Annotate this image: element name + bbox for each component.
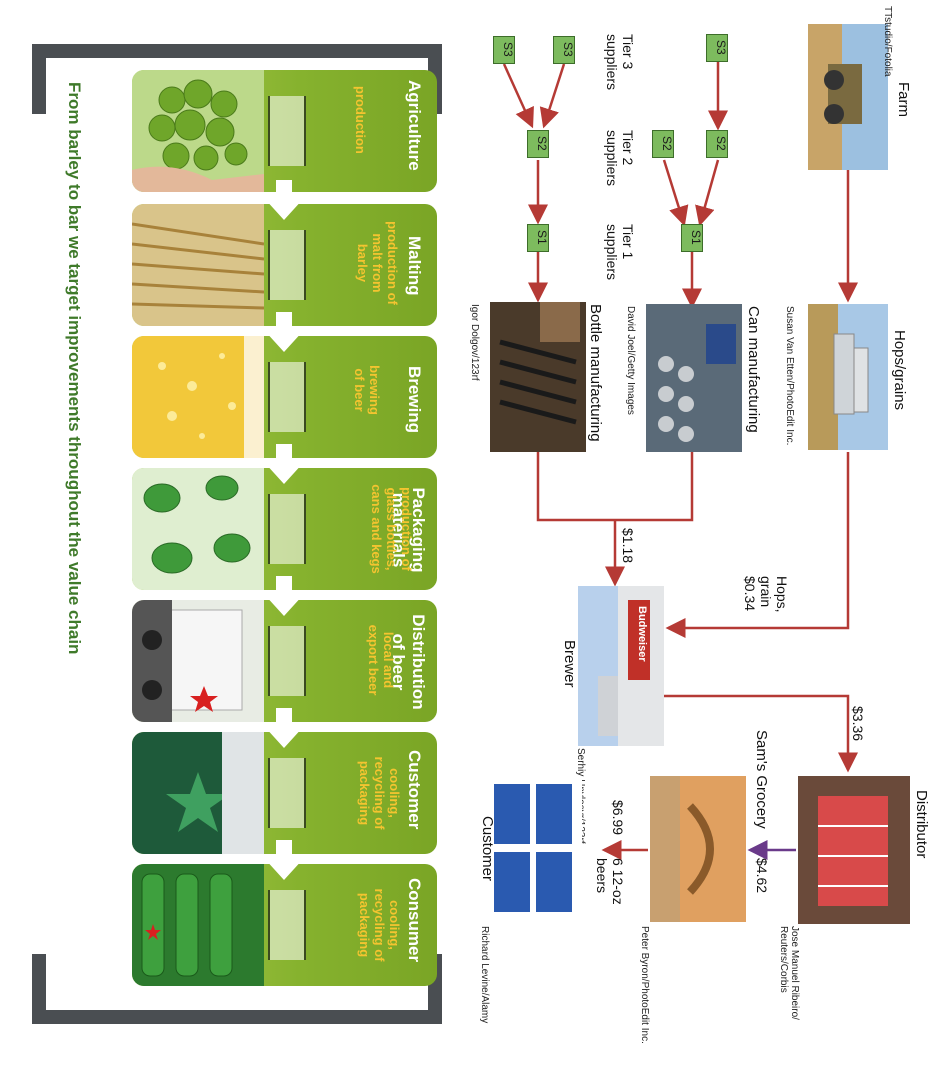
- brewery-sign: Budweiser: [636, 606, 648, 662]
- warehouse-photo: [798, 776, 910, 924]
- customer-credit: Richard Levine/Alamy: [479, 926, 490, 1024]
- consumer-doc-icon: [268, 890, 306, 960]
- farm-photo: [808, 24, 888, 170]
- bracket-bottom: [32, 1010, 442, 1024]
- tier3-label: Tier 3 suppliers: [604, 34, 636, 91]
- supplier-box-s2: S2: [527, 130, 549, 158]
- unit-line2: beers: [594, 858, 610, 894]
- farm-label: Farm: [895, 82, 912, 117]
- brewery-photo: [578, 586, 664, 746]
- beer-photo: [132, 336, 264, 458]
- arrow-down-icon: [264, 180, 304, 220]
- arrow-down-icon: [264, 840, 304, 880]
- bar-tap-photo: [132, 732, 264, 854]
- brewing-doc-icon: [268, 362, 306, 432]
- hops-grain-price-line2: grain: [758, 576, 774, 608]
- brewer-distributor-price: $3.36: [850, 706, 866, 742]
- can-factory-photo: [646, 304, 742, 452]
- hops-grain-price-line1: Hops,: [774, 576, 790, 613]
- can-credit: David Joel/Getty Images: [625, 306, 636, 415]
- tier1-label: Tier 1 suppliers: [604, 224, 636, 281]
- bottle-factory-photo: [490, 302, 586, 452]
- supplier-box-s3: S3: [553, 36, 575, 64]
- supplier-box-s3: S3: [493, 36, 515, 64]
- tier2-label: Tier 2 suppliers: [604, 130, 636, 187]
- stage-card-consumer: Consumer cooling, recycling of packaging: [132, 864, 437, 986]
- distributor-label: Distributor: [913, 790, 930, 859]
- bracket-top: [32, 44, 442, 58]
- grain-elevator-photo: [808, 304, 888, 450]
- agriculture-doc-icon: [268, 96, 306, 166]
- supplier-box-s2: S2: [706, 130, 728, 158]
- arrow-down-icon: [264, 708, 304, 748]
- farm-credit: TTstudio/Fotolia: [882, 6, 893, 77]
- unit-line1: 6 12-oz: [610, 858, 626, 905]
- bracket-bottom-left: [32, 954, 46, 1024]
- supplier-box-s1: S1: [527, 224, 549, 252]
- stage-card-distribution: Distribution of beer local and export be…: [132, 600, 437, 722]
- heineken-bottles-photo: [132, 864, 264, 986]
- stage-card-brewing: Brewing brewing of beer: [132, 336, 437, 458]
- packaging-doc-icon: [268, 494, 306, 564]
- truck-photo: [132, 600, 264, 722]
- distributor-grocery-price: $4.62: [754, 858, 770, 894]
- hops-label: Hops/grains: [891, 330, 908, 411]
- supplier-box-s3: S3: [706, 34, 728, 62]
- customer-label: Customer: [479, 816, 496, 882]
- stage-card-agriculture: Agriculture production: [132, 70, 437, 192]
- hops-grain-price-value: $0.34: [742, 576, 758, 612]
- bottle-credit: Igor Dolgov/123rf: [469, 304, 480, 381]
- beer-cases-photo: [486, 776, 582, 922]
- customer-price: $6.99: [610, 800, 626, 836]
- stage-card-malting: Malting production of malt from barley: [132, 204, 437, 326]
- supplier-box-s2: S2: [652, 130, 674, 158]
- arrow-down-icon: [264, 444, 304, 484]
- can-label: Can manufacturing: [745, 306, 762, 433]
- distribution-doc-icon: [268, 626, 306, 696]
- hops-credit: Susan Van Etten/PhotoEdit Inc.: [784, 306, 795, 446]
- hops-photo: [132, 70, 264, 192]
- value-chain-panel: From barley to bar we target improvement…: [32, 44, 442, 1024]
- grocery-store-photo: [650, 776, 746, 922]
- arrow-down-icon: [264, 312, 304, 352]
- customer-doc-icon: [268, 758, 306, 828]
- stage-card-packaging: Packaging materials production of glass …: [132, 468, 437, 590]
- grocery-label: Sam's Grocery: [753, 730, 770, 829]
- packaging-price: $1.18: [620, 528, 636, 564]
- supplier-box-s1: S1: [681, 224, 703, 252]
- bottle-label: Bottle manufacturing: [587, 304, 604, 442]
- malting-doc-icon: [268, 230, 306, 300]
- distributor-credit: Jose Manuel Ribeiro/ Reuters/Corbis: [778, 926, 800, 1020]
- brewer-label: Brewer: [561, 640, 578, 688]
- bracket-top-left: [32, 44, 46, 114]
- stage-card-customer: Customer cooling, recycling of packaging: [132, 732, 437, 854]
- bottles-photo: [132, 468, 264, 590]
- grocery-credit: Peter Byron/PhotoEdit Inc.: [639, 926, 650, 1044]
- arrow-down-icon: [264, 576, 304, 616]
- barley-photo: [132, 204, 264, 326]
